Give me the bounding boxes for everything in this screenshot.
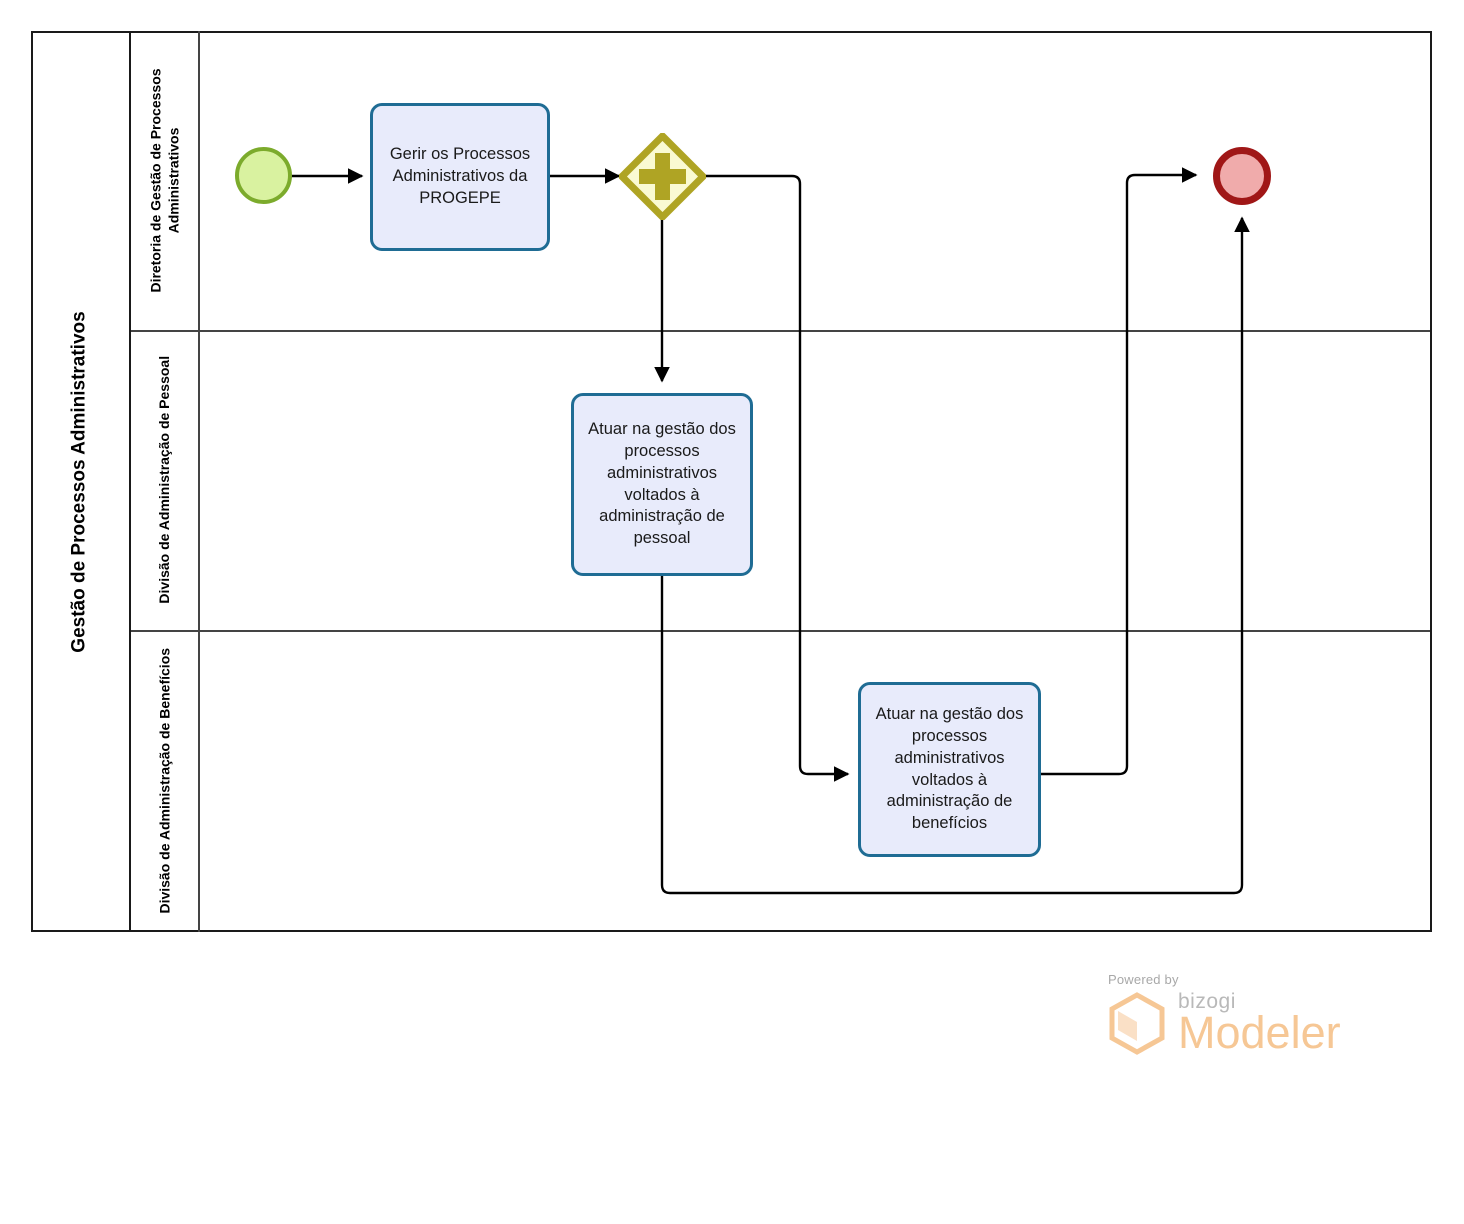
gateway-plus-icon	[639, 153, 686, 200]
watermark-brand: bizogi	[1178, 990, 1236, 1013]
lane-divider-1	[131, 330, 1430, 332]
flow-pessoal-to-end	[660, 216, 1250, 895]
end-event[interactable]	[1213, 147, 1271, 205]
task-beneficios-label: Atuar na gestão dos processos administra…	[875, 705, 1024, 833]
pool-title-column: Gestão de Processos Administrativos	[31, 31, 131, 932]
task-pessoal-label: Atuar na gestão dos processos administra…	[588, 420, 736, 548]
lane-header-beneficios: Divisão de Administração de Benefícios	[131, 630, 200, 932]
bizagi-watermark: Powered by bizogi Modeler	[1104, 972, 1341, 1057]
task-atuar-pessoal[interactable]: Atuar na gestão dos processos administra…	[571, 393, 753, 576]
task-gerir-label: Gerir os Processos Administrativos da PR…	[389, 145, 531, 207]
flow-gateway-to-beneficios	[705, 174, 850, 782]
lane-header-diretoria: Diretoria de Gestão de Processos Adminis…	[131, 31, 200, 330]
watermark-powered-by: Powered by	[1108, 972, 1179, 987]
lane-divider-2	[131, 630, 1430, 632]
bizagi-hexagon-logo-icon	[1109, 992, 1165, 1055]
lane-header-pessoal: Divisão de Administração de Pessoal	[131, 330, 200, 630]
watermark-product: Modeler	[1178, 1007, 1341, 1058]
task-atuar-beneficios[interactable]: Atuar na gestão dos processos administra…	[858, 682, 1041, 857]
task-gerir-processos[interactable]: Gerir os Processos Administrativos da PR…	[370, 103, 550, 251]
parallel-gateway[interactable]	[619, 133, 706, 220]
flow-beneficios-to-end	[1041, 167, 1198, 776]
start-event[interactable]	[235, 147, 292, 204]
